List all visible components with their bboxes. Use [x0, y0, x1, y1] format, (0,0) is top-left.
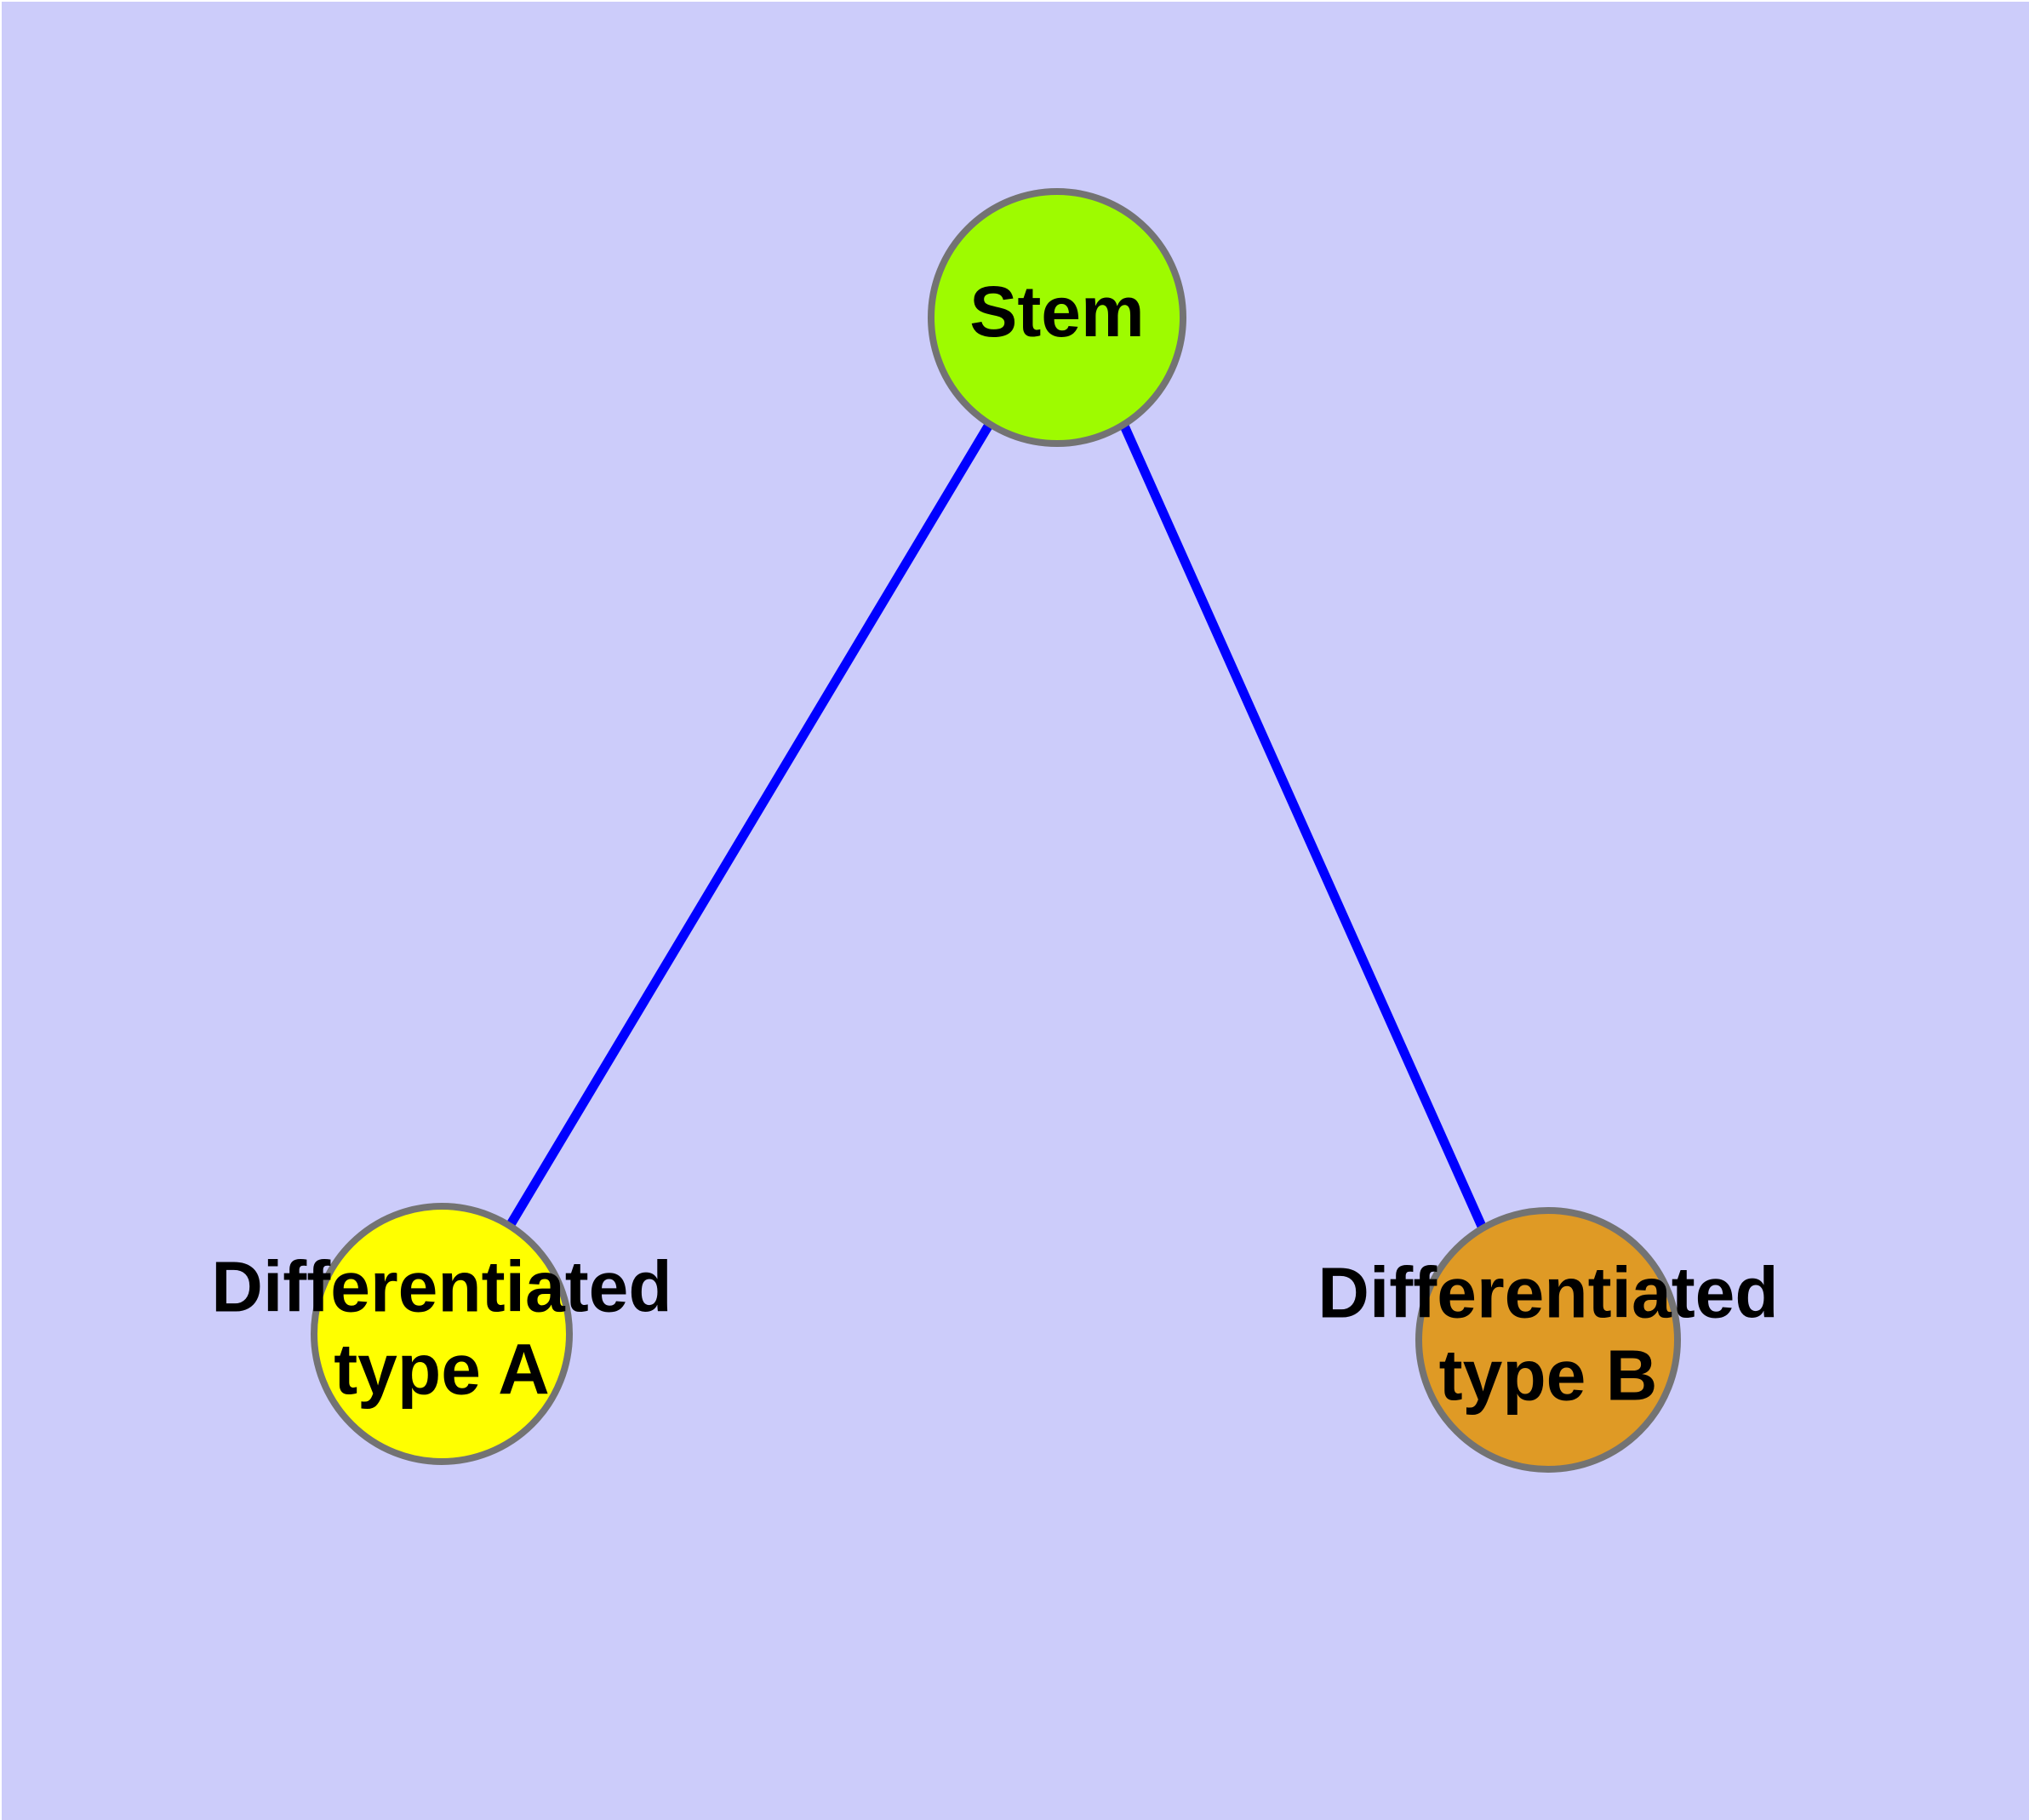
edge-stem-to-differentiated-type-a[interactable] — [506, 422, 993, 1228]
node-circle-stem[interactable] — [928, 188, 1186, 447]
node-circle-differentiated-type-b[interactable] — [1415, 1207, 1681, 1473]
node-layer — [311, 188, 1681, 1473]
edge-stem-to-differentiated-type-b[interactable] — [1118, 421, 1489, 1233]
node-circle-differentiated-type-a[interactable] — [311, 1203, 573, 1465]
node-label-stem: Stem — [969, 272, 1144, 352]
edge-layer — [506, 421, 1489, 1233]
